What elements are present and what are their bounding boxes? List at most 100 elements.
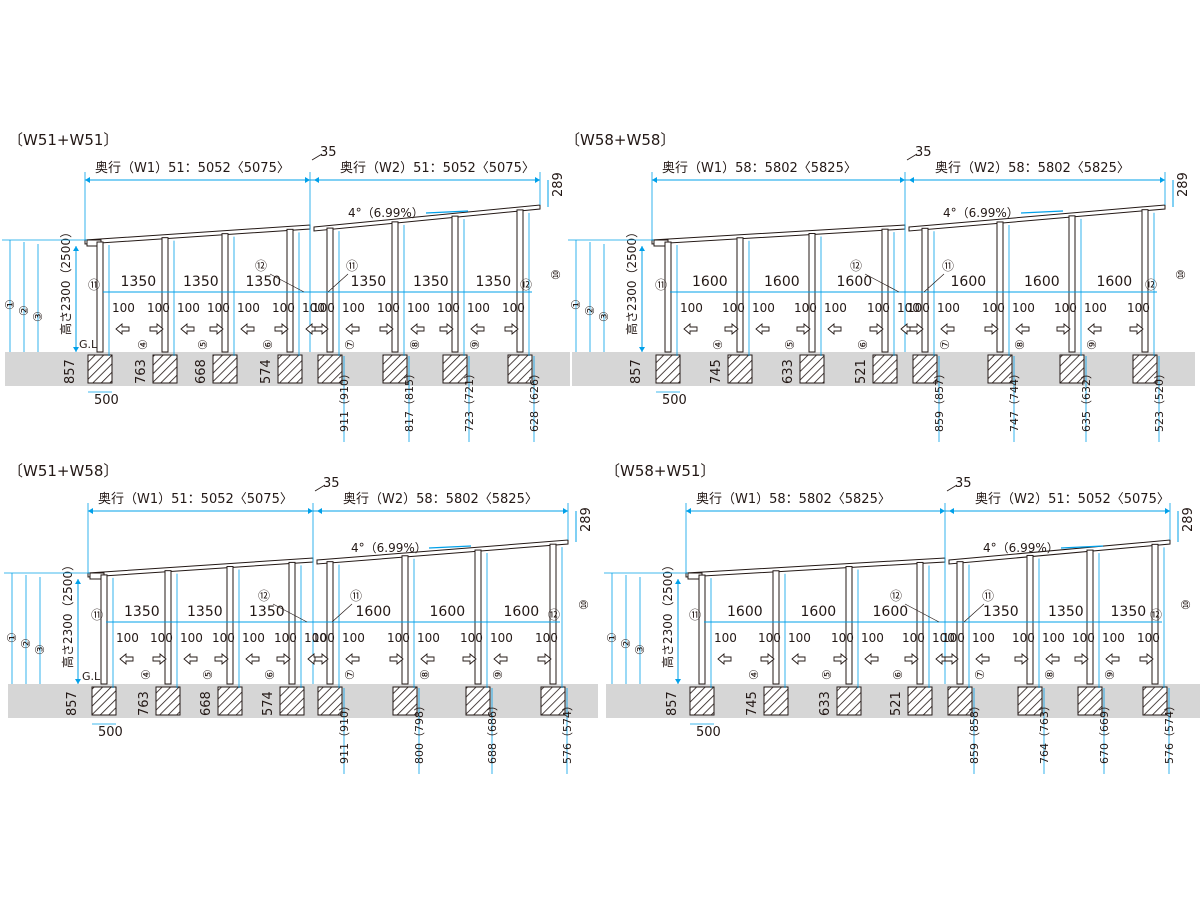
span-label: 1600 xyxy=(1097,274,1133,290)
circled-mark: ⑪ xyxy=(982,589,994,603)
circled-mark: ⑤ xyxy=(201,669,215,680)
span-label: 1600 xyxy=(504,604,540,620)
footing xyxy=(279,686,305,716)
circled-mark: ④ xyxy=(747,669,761,680)
spacer-label: 100 xyxy=(342,301,365,315)
leader-line xyxy=(923,273,945,293)
spacer-label: 100 xyxy=(902,631,925,645)
circled-mark: ③ xyxy=(633,644,647,655)
arrow-right-icon xyxy=(1074,653,1089,665)
depth-label: 817（815） xyxy=(403,368,416,432)
arrow-left-icon xyxy=(755,323,770,335)
circled-mark: ⑪ xyxy=(346,259,358,273)
spacer-label: 100 xyxy=(861,631,884,645)
spacer-label: 100 xyxy=(150,631,173,645)
circled-mark: ⑪ xyxy=(689,608,701,622)
spacer-label: 100 xyxy=(502,301,525,315)
depth-label: 857 xyxy=(65,691,80,716)
spacer-label: 100 xyxy=(112,301,135,315)
spacer-label: 100 xyxy=(490,631,513,645)
footing-label: 500 xyxy=(662,393,687,408)
slope-indicator xyxy=(1020,210,1064,214)
circled-mark: ⑨ xyxy=(491,669,505,680)
spacer-label: 100 xyxy=(680,301,703,315)
column xyxy=(161,237,169,353)
circled-mark: ③ xyxy=(597,311,611,322)
footing xyxy=(155,686,181,716)
span-label: 1600 xyxy=(951,274,987,290)
arrow-right-icon xyxy=(904,653,919,665)
arrow-left-icon xyxy=(115,323,130,335)
spacer-label: 100 xyxy=(907,301,930,315)
circled-mark: ⑦ xyxy=(938,339,952,350)
column xyxy=(996,221,1004,353)
circled-mark: ⑫ xyxy=(850,259,862,273)
circled-mark: ⑦ xyxy=(343,339,357,350)
arrow-right-icon xyxy=(833,653,848,665)
circled-mark: ② xyxy=(619,638,633,649)
span-label: 1350 xyxy=(121,274,157,290)
footing xyxy=(987,354,1013,384)
arrow-right-icon xyxy=(724,323,739,335)
panel-title: 〔W58+W58〕 xyxy=(565,131,675,149)
footing xyxy=(1059,354,1085,384)
circled-mark: ① xyxy=(3,299,17,310)
spacer-label: 100 xyxy=(467,301,490,315)
spacer-label: 100 xyxy=(242,631,265,645)
w2-depth-label: 奥行（W2）58：5802〈5825〉 xyxy=(935,161,1130,176)
depth-label: 670（669） xyxy=(1098,700,1111,764)
dimension-arrowhead xyxy=(1165,508,1170,514)
circled-mark: ⑪ xyxy=(655,278,667,292)
arrow-left-icon xyxy=(1105,653,1120,665)
gap-label: 35 xyxy=(320,145,337,160)
circled-mark: ⑧ xyxy=(1043,669,1057,680)
leader-line xyxy=(314,484,326,492)
depth-label: 521 xyxy=(854,359,869,384)
footing xyxy=(91,686,117,716)
spacer-label: 100 xyxy=(1137,631,1160,645)
leader-line xyxy=(269,273,305,293)
depth-label: 688（686） xyxy=(486,700,499,764)
arrow-right-icon xyxy=(274,323,289,335)
depth-label: 633 xyxy=(781,359,796,384)
column xyxy=(286,228,294,353)
height-label: 高さ2300（2500） xyxy=(60,559,75,668)
dimension-arrowhead xyxy=(1160,177,1165,183)
depth-label: 800（798） xyxy=(413,700,426,764)
spacer-label: 100 xyxy=(982,301,1005,315)
slope-indicator xyxy=(1060,545,1104,549)
dimension-arrowhead xyxy=(73,347,79,352)
spacer-label: 100 xyxy=(937,301,960,315)
arrow-left-icon xyxy=(240,323,255,335)
footing xyxy=(689,686,715,716)
dimension-arrowhead xyxy=(900,177,905,183)
spacer-label: 100 xyxy=(831,631,854,645)
column xyxy=(664,241,672,353)
spacer-label: 100 xyxy=(437,301,460,315)
circled-mark: ⑪ xyxy=(91,608,103,622)
circled-mark: ⑪ xyxy=(88,278,100,292)
spacer-label: 100 xyxy=(1127,301,1150,315)
circled-mark: ⑫ xyxy=(548,608,560,622)
arrow-right-icon xyxy=(869,323,884,335)
spacer-label: 100 xyxy=(1054,301,1077,315)
dimension-arrowhead xyxy=(314,177,319,183)
w1-depth-label: 奥行（W1）58：5802〈5825〉 xyxy=(696,492,891,507)
circled-mark: ⑫ xyxy=(1145,278,1157,292)
depth-label: 745 xyxy=(745,691,760,716)
dimension-arrowhead xyxy=(639,246,645,251)
arrow-right-icon xyxy=(462,653,477,665)
depth-label: 668 xyxy=(199,691,214,716)
spacer-label: 100 xyxy=(824,301,847,315)
depth-label: 747（744） xyxy=(1008,368,1021,432)
circled-mark: ⑧ xyxy=(1013,339,1027,350)
arrow-right-icon xyxy=(537,653,552,665)
circled-mark: ⑫ xyxy=(258,589,270,603)
panel-title: 〔W51+W51〕 xyxy=(8,131,118,149)
span-label: 1350 xyxy=(351,274,387,290)
arrow-left-icon xyxy=(119,653,134,665)
spacer-label: 100 xyxy=(460,631,483,645)
panel-title: 〔W58+W51〕 xyxy=(605,462,715,480)
column xyxy=(164,570,172,685)
